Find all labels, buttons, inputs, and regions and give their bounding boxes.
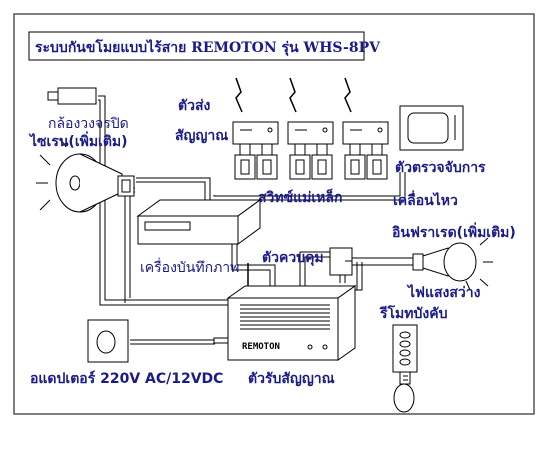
- cctv-camera-icon: [47, 87, 97, 105]
- title-box: [28, 31, 365, 61]
- motion-detector-label-line2: เคลื่อนไหว: [393, 190, 458, 209]
- diagram-title: ระบบกันขโมยแบบไร้สาย REMOTON รุ่น WHS-8P…: [35, 38, 381, 56]
- receiver-label: ตัวรับสัญญาณ: [248, 371, 335, 387]
- transmitter-group: [232, 77, 389, 180]
- remote-label: รีโมทบังคับ: [379, 304, 448, 322]
- siren-label: ไซเรน(เพิ่มเติม): [28, 131, 128, 150]
- magnetic-switch-icon: [289, 154, 333, 180]
- magnetic-switch-label: สวิทซ์แม่เหล็ก: [258, 188, 342, 206]
- transmitter-box-3: [342, 121, 389, 145]
- controller-label: ตัวควบคุม: [262, 250, 324, 266]
- recorder-label: เครื่องบันทึกภาพ: [140, 258, 239, 276]
- signal-bolt-icon: [289, 77, 297, 113]
- video-recorder-icon: [136, 199, 262, 245]
- infrared-label: อินฟราเรด(เพิ่มเติม): [391, 222, 515, 241]
- controller-box: [329, 247, 353, 276]
- magnetic-switch-icon: [344, 154, 388, 180]
- infrared-light-icon: [412, 237, 493, 291]
- receiver-brand-text: REMOTON: [242, 342, 280, 352]
- camera-label: กล้องวงจรปิด: [48, 116, 129, 132]
- transmitter-label-line1: ตัวส่ง: [178, 98, 210, 114]
- transmitter-box-2: [287, 121, 334, 145]
- signal-bolt-icon: [344, 77, 352, 113]
- remote-control-icon: [392, 324, 418, 413]
- transmitter-label-line2: สัญญาณ: [175, 128, 228, 144]
- signal-receiver-icon: [213, 263, 357, 361]
- adapter-label: อแดปเตอร์ 220V AC/12VDC: [30, 370, 223, 387]
- outer-frame: [13, 13, 535, 415]
- signal-bolt-icon: [235, 77, 243, 113]
- floodlight-label: ไฟแสงสว่าง: [406, 283, 481, 301]
- siren-icon: [36, 137, 135, 213]
- power-adapter-icon: [87, 319, 129, 363]
- wiring: [98, 95, 415, 345]
- transmitter-box-1: [232, 121, 279, 145]
- monitor-icon: [399, 105, 464, 151]
- magnetic-switch-icon: [234, 154, 278, 180]
- motion-detector-label-line1: ตัวตรวจจับการ: [395, 160, 486, 176]
